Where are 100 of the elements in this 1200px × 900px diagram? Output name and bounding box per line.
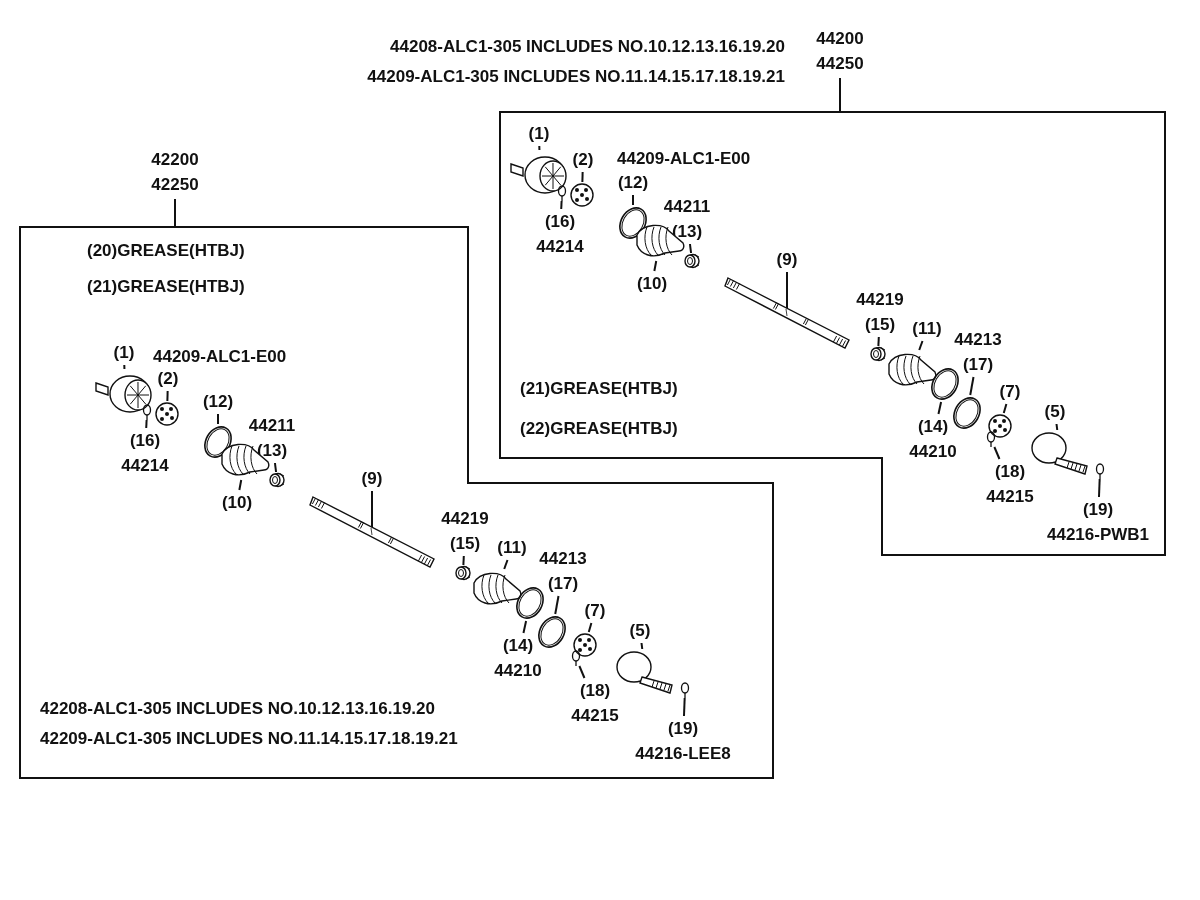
part-number: 44215 <box>986 486 1034 508</box>
callout-number: (7) <box>584 600 606 622</box>
callout-number: (1) <box>528 123 550 145</box>
callout-number: (14) <box>916 416 950 438</box>
part-number: 44219 <box>441 508 489 530</box>
drive-shaft-drawing <box>310 497 434 567</box>
note-text: (21)GREASE(HTBJ) <box>87 276 245 298</box>
inner-joint-drawing <box>1029 430 1091 476</box>
leader-line <box>1098 478 1101 498</box>
note-text: (22)GREASE(HTBJ) <box>520 418 678 440</box>
callout-number: (9) <box>361 468 383 490</box>
leader-line <box>587 622 593 633</box>
callout-number: (17) <box>546 573 580 595</box>
callout-number: (18) <box>578 680 612 702</box>
part-number: 44213 <box>954 329 1002 351</box>
leader-line <box>503 559 509 570</box>
band-clamp-icon <box>454 565 472 581</box>
leader-line <box>839 77 841 113</box>
bearing-cage-icon <box>569 182 595 208</box>
callout-number: (12) <box>617 172 649 194</box>
callout-number: (1) <box>113 342 135 364</box>
callout-number: (10) <box>221 492 253 514</box>
leader-line <box>653 260 658 272</box>
leader-line <box>522 620 528 634</box>
callout-number: (5) <box>1044 401 1066 423</box>
callout-number: (15) <box>863 314 897 336</box>
callout-number: (11) <box>912 318 942 340</box>
leader-line <box>581 171 584 183</box>
circlip-icon <box>557 185 567 201</box>
leader-line <box>993 446 1001 460</box>
callout-number: (16) <box>543 211 577 233</box>
clamp-ring-icon <box>515 585 545 621</box>
note-text: 42209-ALC1-305 INCLUDES NO.11.14.15.17.18.19.21 <box>40 728 458 750</box>
part-number: 44213 <box>539 548 587 570</box>
part-number: 44215 <box>571 705 619 727</box>
callout-number: (7) <box>999 381 1021 403</box>
leader-line <box>274 462 278 473</box>
note-text: 44209-ALC1-E00 <box>153 346 287 368</box>
assembly-number: 44200 44250 <box>816 28 864 75</box>
leader-line <box>632 194 634 206</box>
leader-line <box>560 200 563 210</box>
leader-line <box>937 401 943 415</box>
leader-line <box>554 595 560 615</box>
leader-line <box>145 419 148 429</box>
note-text: 44208-ALC1-305 INCLUDES NO.10.12.13.16.19.20 <box>390 36 785 58</box>
band-clamp-icon <box>869 346 887 362</box>
part-number: 44210 <box>494 660 542 682</box>
clamp-ring-icon <box>952 395 982 431</box>
callout-number: (5) <box>629 620 651 642</box>
leader-line <box>683 697 686 717</box>
part-number: 44216-LEE8 <box>635 743 731 765</box>
circlip-icon <box>986 431 996 447</box>
leader-line <box>462 555 465 566</box>
callout-number: (2) <box>572 149 594 171</box>
clamp-ring-icon <box>930 366 960 402</box>
callout-number: (11) <box>497 537 527 559</box>
leader-line <box>538 145 541 151</box>
callout-number: (19) <box>666 718 700 740</box>
note-text: (21)GREASE(HTBJ) <box>520 378 678 400</box>
note-text: (20)GREASE(HTBJ) <box>87 240 245 262</box>
leader-line <box>166 390 169 402</box>
drive-shaft-drawing <box>725 278 849 348</box>
band-clamp-icon <box>683 253 701 269</box>
bearing-cage-icon <box>572 632 598 658</box>
part-number: 44214 <box>121 455 169 477</box>
callout-number: (10) <box>636 273 668 295</box>
callout-number: (12) <box>202 391 234 413</box>
part-number: 44219 <box>856 289 904 311</box>
callout-number: (9) <box>776 249 798 271</box>
part-number: 44211 <box>663 196 711 218</box>
bearing-cage-icon <box>154 401 180 427</box>
assembly-number: 42200 42250 <box>151 149 199 196</box>
part-number: 44211 <box>248 415 296 437</box>
inner-joint-drawing <box>614 649 676 695</box>
note-text: 42208-ALC1-305 INCLUDES NO.10.12.13.16.19.20 <box>40 698 435 720</box>
leader-line <box>217 413 219 425</box>
part-number: 44216-PWB1 <box>1046 524 1150 546</box>
callout-number: (17) <box>961 354 995 376</box>
band-clamp-icon <box>268 472 286 488</box>
callout-number: (16) <box>128 430 162 452</box>
callout-number: (19) <box>1081 499 1115 521</box>
circlip-icon <box>571 650 581 666</box>
callout-number: (15) <box>448 533 482 555</box>
leader-line <box>1002 403 1008 414</box>
circlip-icon <box>1095 463 1105 479</box>
part-number: 44210 <box>909 441 957 463</box>
callout-number: (2) <box>157 368 179 390</box>
leader-line <box>640 642 644 650</box>
leader-line <box>123 364 126 370</box>
callout-number: (18) <box>993 461 1027 483</box>
note-text: 44209-ALC1-E00 <box>617 148 751 170</box>
clamp-ring-icon <box>618 205 648 241</box>
circlip-icon <box>142 404 152 420</box>
circlip-icon <box>680 682 690 698</box>
leader-line <box>689 243 693 254</box>
part-number: 44214 <box>536 236 584 258</box>
leader-line <box>918 340 924 351</box>
leader-line <box>174 198 176 228</box>
callout-number: (14) <box>501 635 535 657</box>
leader-line <box>877 336 880 347</box>
